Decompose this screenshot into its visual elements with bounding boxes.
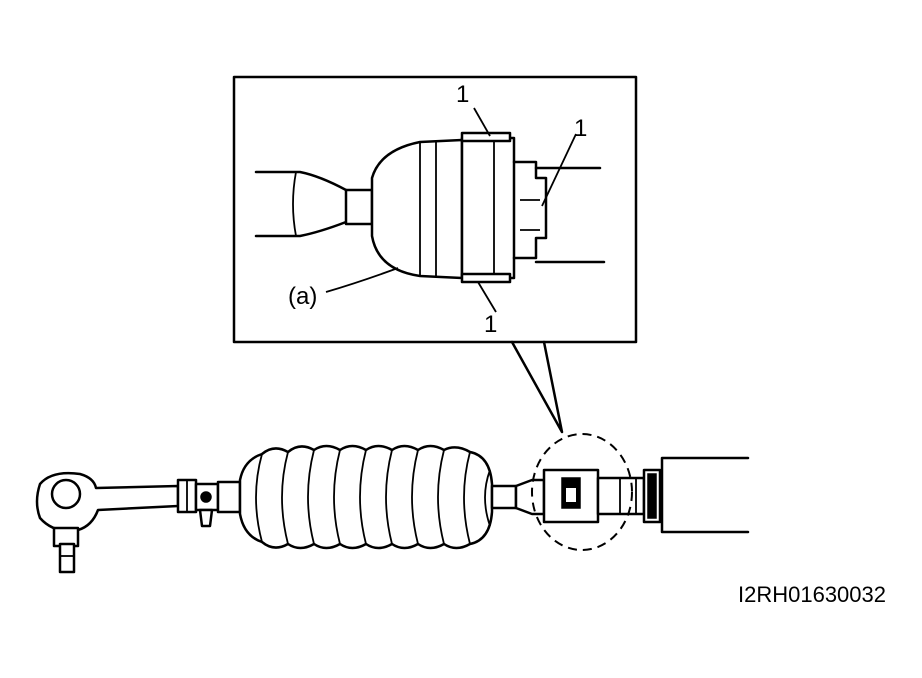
callout-1-bottom: 1: [484, 311, 497, 338]
rack-end-collar: [596, 476, 646, 516]
inset-clamp-tab-top: [460, 131, 512, 143]
detail-circle: [531, 433, 633, 551]
bellows-fold-8: [437, 449, 445, 545]
steering-boot-bellows: [238, 444, 494, 550]
inset-shaft-neck: [344, 188, 374, 226]
bellows-fold-6: [385, 449, 393, 545]
gear-housing: [660, 456, 750, 534]
steering-rack-assembly: [35, 433, 750, 574]
bellows-fold-3: [307, 449, 315, 545]
inset-shaft-curve: [292, 171, 297, 237]
inset-rack-end: [512, 160, 548, 260]
bellows-fold-4: [333, 449, 341, 545]
ball-stud-pin: [58, 542, 76, 574]
leader-bottom: [477, 281, 497, 313]
detail-inset: 1 1 1 (a): [232, 75, 638, 434]
bellows-fold-10: [484, 469, 491, 527]
inset-clamp: [460, 136, 516, 280]
bellows-fold-2: [281, 451, 289, 545]
callout-1-top: 1: [456, 81, 469, 108]
rack-end-ring-dark: [647, 473, 657, 519]
bellows-fold-5: [359, 449, 367, 545]
inset-pointer: [510, 340, 564, 434]
inset-tie-rod-shaft: [254, 170, 348, 238]
bellows-fold-1: [255, 453, 263, 543]
inset-boot-end: [370, 138, 464, 280]
inset-frame: [232, 75, 638, 344]
inset-clamp-tab-bottom: [460, 272, 512, 284]
leader-top: [473, 107, 491, 137]
bellows-fold-9: [463, 451, 471, 545]
leader-right: [541, 133, 577, 207]
outer-clamp-hole: [200, 491, 212, 503]
outer-boot-neck: [216, 480, 242, 514]
callout-a: (a): [288, 283, 317, 310]
inner-tie-rod-taper: [514, 478, 546, 516]
callout-1-right: 1: [574, 115, 587, 142]
outer-clamp-tab: [198, 508, 214, 528]
tie-rod-end-eye: [50, 478, 82, 510]
inner-tie-rod: [490, 484, 518, 510]
bellows-fold-7: [411, 449, 419, 545]
inner-clamp-slot: [566, 488, 576, 502]
leader-a: [325, 267, 399, 293]
figure-code: I2RH01630032: [738, 582, 886, 607]
